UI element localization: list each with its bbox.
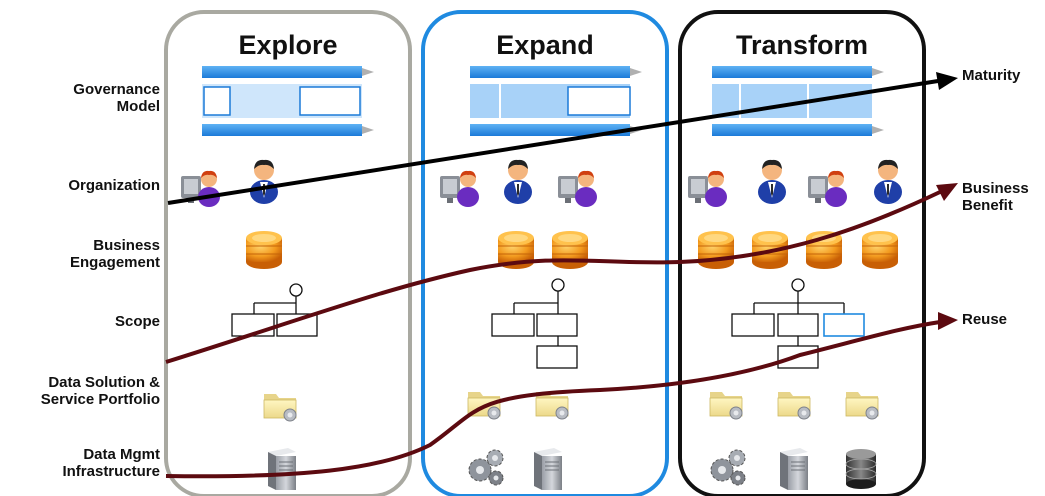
folder-icon [709,391,743,420]
row-label-data-solution-portfolio: Data Solution & Service Portfolio [40,374,160,408]
column-title-transform: Transform [735,30,869,60]
folder-icon [535,391,569,420]
arrowhead-icon [938,312,958,330]
arrowhead-icon [936,72,958,90]
arrowhead-icon [936,183,958,201]
trend-line-reuse [165,312,958,479]
row-label-data-mgmt-infrastructure: Data Mgmt Infrastructure [62,446,160,480]
row-label-governance-model: Governance Model [73,81,160,115]
coin-stack-icon [697,230,735,270]
scope-hierarchy-expand [491,278,578,369]
column-title-explore: Explore [238,30,338,60]
row-label-organization: Organization [68,177,160,194]
database-icon [845,448,877,490]
row-label-scope: Scope [114,313,160,330]
governance-model-icon-expand [470,66,642,136]
trend-line-maturity [167,72,958,205]
folder-icon [845,391,879,420]
trend-label-business-benefit: Business Benefit [962,180,1029,214]
trend-label-maturity: Maturity [962,67,1021,84]
coin-stack-icon [245,230,283,270]
coin-stack-icon [551,230,589,270]
trend-label-reuse: Reuse [962,311,1008,328]
column-title-expand: Expand [496,30,594,60]
trend-line-business-benefit [165,183,958,364]
governance-model-icon-transform [712,66,884,136]
row-label-business-engagement: Business Engagement [69,237,160,271]
governance-model-icon-explore [202,66,374,136]
scope-hierarchy-transform [731,278,865,369]
folder-icon [777,391,811,420]
folder-icon [263,393,297,422]
coin-stack-icon [861,230,899,270]
